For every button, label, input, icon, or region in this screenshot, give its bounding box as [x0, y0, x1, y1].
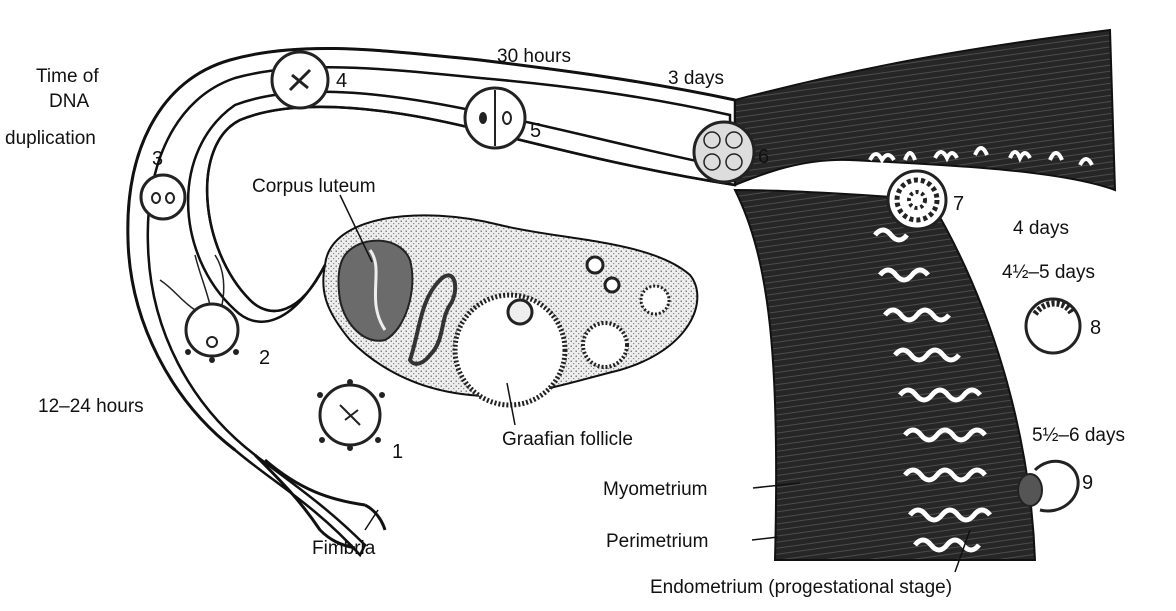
perimetrium-leader	[752, 537, 778, 540]
label-3-days: 3 days	[668, 67, 724, 90]
follicle-primary-1	[641, 286, 669, 314]
label-duplication: duplication	[5, 127, 96, 150]
label-perimetrium: Perimetrium	[606, 530, 708, 553]
follicle-primary-3	[605, 278, 619, 292]
label-dna: DNA	[49, 90, 89, 113]
label-12-24-hours: 12–24 hours	[38, 395, 144, 418]
label-5half-6-days: 5½–6 days	[1032, 424, 1125, 447]
stage-number-2: 2	[259, 347, 270, 369]
stage-9-implantation	[1018, 461, 1078, 511]
stage-3-pronuclei	[141, 175, 185, 219]
label-corpus-luteum: Corpus luteum	[252, 175, 376, 198]
stage-5-two-cell	[465, 88, 525, 148]
follicle-secondary	[583, 323, 627, 367]
follicle-primary-2	[587, 257, 603, 273]
stage-4-first-division	[272, 52, 328, 108]
stage-6-morula	[694, 122, 754, 182]
stage-1-oocyte	[317, 379, 385, 451]
stage-number-8: 8	[1090, 317, 1101, 339]
uterus-upper-wall	[735, 30, 1115, 190]
label-myometrium: Myometrium	[603, 478, 708, 501]
uterus-lower-wall	[735, 190, 1035, 560]
stage-7-late-morula	[888, 171, 946, 229]
label-30-hours: 30 hours	[497, 45, 571, 68]
stage-8-blastocyst	[1026, 299, 1080, 353]
stage-number-7: 7	[953, 193, 964, 215]
stage-number-1: 1	[392, 441, 403, 463]
label-4-days: 4 days	[1013, 217, 1069, 240]
fimbria-strands	[255, 455, 385, 548]
label-fimbria: Fimbria	[312, 537, 375, 560]
stage-number-3: 3	[152, 148, 163, 170]
label-time-of: Time of	[36, 65, 99, 88]
label-4half-5-days: 4½–5 days	[1002, 261, 1095, 284]
label-graafian-follicle: Graafian follicle	[502, 428, 633, 451]
stage-number-5: 5	[530, 120, 541, 142]
label-endometrium: Endometrium (progestational stage)	[650, 576, 952, 599]
stage-number-4: 4	[336, 70, 347, 92]
fimbria-leader	[365, 510, 378, 530]
stage-number-9: 9	[1082, 472, 1093, 494]
graafian-oocyte	[508, 300, 532, 324]
stage-number-6: 6	[758, 146, 769, 168]
